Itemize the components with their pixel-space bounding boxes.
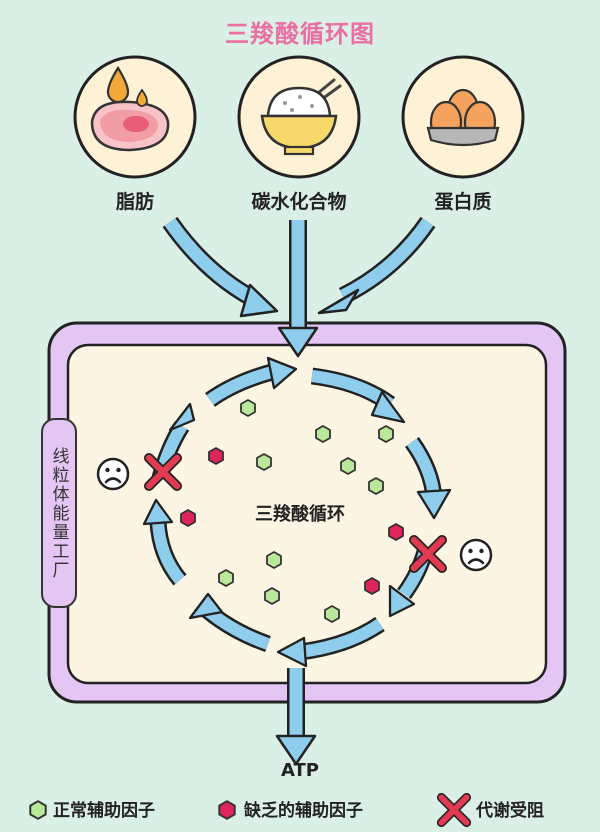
source-label-fat: 脂肪 — [115, 191, 154, 213]
cycle-label: 三羧酸循环 — [255, 504, 345, 525]
page-title: 三羧酸循环图 — [225, 20, 375, 48]
meat-oil-icon — [90, 65, 170, 152]
mitochondria-label: 线粒体能量工厂 — [41, 418, 77, 608]
source-label-protein: 蛋白质 — [434, 191, 492, 213]
input-arrows — [162, 216, 436, 766]
carbohydrate-source — [237, 55, 361, 179]
source-label-carbohydrate: 碳水化合物 — [251, 191, 347, 213]
normal-factor-hexagon-icon — [256, 453, 272, 471]
normal-factor-hexagon-icon — [266, 551, 282, 569]
normal-factor-hexagon-icon — [240, 399, 256, 417]
normal-factor-hexagon-icon — [264, 587, 280, 605]
eggs-icon — [426, 88, 500, 147]
deficient-factor-hexagon-icon — [208, 447, 224, 465]
normal-factor-hexagon-icon — [368, 477, 384, 495]
atp-output-label: ATP — [280, 760, 319, 781]
legend-deficient-hexagon-icon — [218, 800, 236, 820]
legend-blocked-label: 代谢受阻 — [476, 801, 544, 821]
normal-factor-hexagon-icon — [315, 425, 331, 443]
protein-source — [401, 55, 525, 179]
deficient-factor-hexagon-icon — [180, 509, 196, 527]
normal-factor-hexagon-icon — [340, 457, 356, 475]
rice-bowl-icon — [260, 78, 342, 156]
normal-factor-hexagon-icon — [378, 425, 394, 443]
fat-source — [73, 55, 197, 179]
legend-normal-hexagon-icon — [29, 800, 47, 820]
legend-deficient-label: 缺乏的辅助因子 — [244, 801, 363, 821]
sad-face-icon — [96, 457, 130, 491]
normal-factor-hexagon-icon — [218, 569, 234, 587]
sad-face-icon — [459, 538, 493, 572]
deficient-factor-hexagon-icon — [388, 523, 404, 541]
normal-factor-hexagon-icon — [324, 605, 340, 623]
deficient-factor-hexagon-icon — [364, 577, 380, 595]
legend-normal-label: 正常辅助因子 — [53, 801, 155, 821]
legend-cross-icon — [441, 797, 466, 822]
